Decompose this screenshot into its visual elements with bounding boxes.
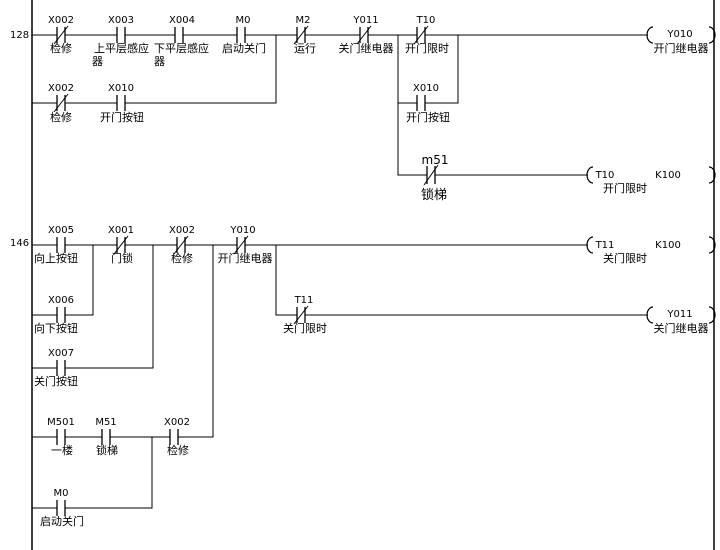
svg-text:X005: X005 bbox=[48, 225, 74, 236]
svg-text:开门继电器: 开门继电器 bbox=[218, 251, 273, 265]
svg-text:X006: X006 bbox=[48, 295, 74, 306]
contact-m51: m51 锁梯 bbox=[421, 153, 448, 203]
svg-text:检修: 检修 bbox=[167, 443, 189, 457]
svg-text:启动关门: 启动关门 bbox=[40, 514, 84, 528]
svg-text:下平层感应器: 下平层感应器 bbox=[154, 41, 209, 68]
svg-text:T10: T10 bbox=[416, 15, 436, 26]
svg-text:X002: X002 bbox=[48, 15, 74, 26]
svg-text:开门继电器: 开门继电器 bbox=[654, 41, 709, 55]
contact-m2: M2 运行 bbox=[293, 15, 316, 55]
contact-y010: Y010 开门继电器 bbox=[218, 225, 273, 265]
svg-text:锁梯: 锁梯 bbox=[96, 443, 118, 457]
svg-text:M501: M501 bbox=[47, 417, 75, 428]
contact-x002: X002 检修 bbox=[164, 417, 190, 457]
svg-text:X003: X003 bbox=[108, 15, 134, 26]
rung-128-wires bbox=[32, 34, 648, 176]
svg-text:关门继电器: 关门继电器 bbox=[654, 321, 709, 335]
rung-146-wires bbox=[32, 244, 648, 509]
svg-text:一楼: 一楼 bbox=[51, 443, 73, 457]
svg-text:Y011: Y011 bbox=[352, 15, 378, 26]
contact-t11: T11 关门限时 bbox=[283, 295, 327, 335]
svg-text:关门继电器: 关门继电器 bbox=[339, 41, 394, 55]
svg-text:Y011: Y011 bbox=[666, 309, 692, 320]
svg-text:关门按钮: 关门按钮 bbox=[34, 374, 78, 388]
svg-text:检修: 检修 bbox=[171, 251, 193, 265]
svg-text:Y010: Y010 bbox=[229, 225, 255, 236]
contact-m501: M501 一楼 bbox=[47, 417, 75, 457]
svg-text:M2: M2 bbox=[296, 15, 311, 26]
contact-x002: X002 检修 bbox=[169, 225, 195, 265]
contact-x006: X006 向下按钮 bbox=[34, 295, 78, 335]
svg-text:T11: T11 bbox=[595, 240, 615, 251]
svg-text:向下按钮: 向下按钮 bbox=[34, 321, 78, 335]
svg-text:M0: M0 bbox=[236, 15, 251, 26]
svg-text:启动关门: 启动关门 bbox=[222, 41, 266, 55]
coil-t10: T10 K100 开门限时 bbox=[586, 166, 716, 195]
svg-text:向上按钮: 向上按钮 bbox=[34, 251, 78, 265]
svg-text:开门按钮: 开门按钮 bbox=[406, 110, 450, 124]
svg-text:门锁: 门锁 bbox=[111, 251, 133, 265]
svg-text:X002: X002 bbox=[164, 417, 190, 428]
svg-text:X010: X010 bbox=[413, 83, 439, 94]
svg-text:X010: X010 bbox=[108, 83, 134, 94]
contact-x004: X004 下平层感应器 bbox=[154, 15, 209, 68]
svg-text:Y010: Y010 bbox=[666, 29, 692, 40]
svg-text:X007: X007 bbox=[48, 348, 74, 359]
svg-text:锁梯: 锁梯 bbox=[421, 187, 447, 203]
svg-text:运行: 运行 bbox=[294, 42, 316, 55]
svg-text:上平层感应器: 上平层感应器 bbox=[92, 41, 149, 68]
svg-text:检修: 检修 bbox=[50, 110, 72, 124]
contact-x002: X002 检修 bbox=[48, 83, 74, 124]
svg-text:X002: X002 bbox=[169, 225, 195, 236]
svg-text:X001: X001 bbox=[108, 225, 134, 236]
contact-x010: X010 开门按钮 bbox=[100, 83, 144, 124]
svg-text:检修: 检修 bbox=[50, 41, 72, 55]
contact-t10: T10 开门限时 bbox=[405, 15, 449, 55]
svg-text:开门按钮: 开门按钮 bbox=[100, 110, 144, 124]
contact-x010: X010 开门按钮 bbox=[406, 83, 450, 124]
svg-text:开门限时: 开门限时 bbox=[603, 181, 647, 195]
svg-text:T10: T10 bbox=[595, 170, 615, 181]
svg-text:K100: K100 bbox=[655, 170, 681, 181]
contact-m0: M0 启动关门 bbox=[40, 488, 84, 528]
coil-y011: Y011 关门继电器 bbox=[646, 306, 716, 335]
contact-m51: M51 锁梯 bbox=[95, 417, 118, 457]
svg-text:T11: T11 bbox=[294, 295, 314, 306]
contact-x003: X003 上平层感应器 bbox=[92, 15, 149, 68]
contact-x001: X001 门锁 bbox=[108, 225, 134, 265]
svg-text:X004: X004 bbox=[169, 15, 195, 26]
svg-text:X002: X002 bbox=[48, 83, 74, 94]
contact-x005: X005 向上按钮 bbox=[34, 225, 78, 265]
contact-x007: X007 关门按钮 bbox=[34, 348, 78, 388]
svg-text:M0: M0 bbox=[54, 488, 69, 499]
svg-text:m51: m51 bbox=[422, 153, 449, 167]
svg-text:开门限时: 开门限时 bbox=[405, 41, 449, 55]
coil-y010: Y010 开门继电器 bbox=[646, 26, 716, 55]
svg-text:关门限时: 关门限时 bbox=[283, 321, 327, 335]
step-number: 128 bbox=[10, 30, 29, 41]
svg-text:K100: K100 bbox=[655, 240, 681, 251]
contact-x002: X002 检修 bbox=[48, 15, 74, 55]
contact-y011: Y011 关门继电器 bbox=[339, 15, 394, 55]
svg-text:关门限时: 关门限时 bbox=[603, 251, 647, 265]
contact-m0: M0 启动关门 bbox=[222, 15, 266, 55]
coil-t11: T11 K100 关门限时 bbox=[586, 236, 716, 265]
svg-text:M51: M51 bbox=[95, 417, 116, 428]
step-number: 146 bbox=[10, 238, 29, 249]
